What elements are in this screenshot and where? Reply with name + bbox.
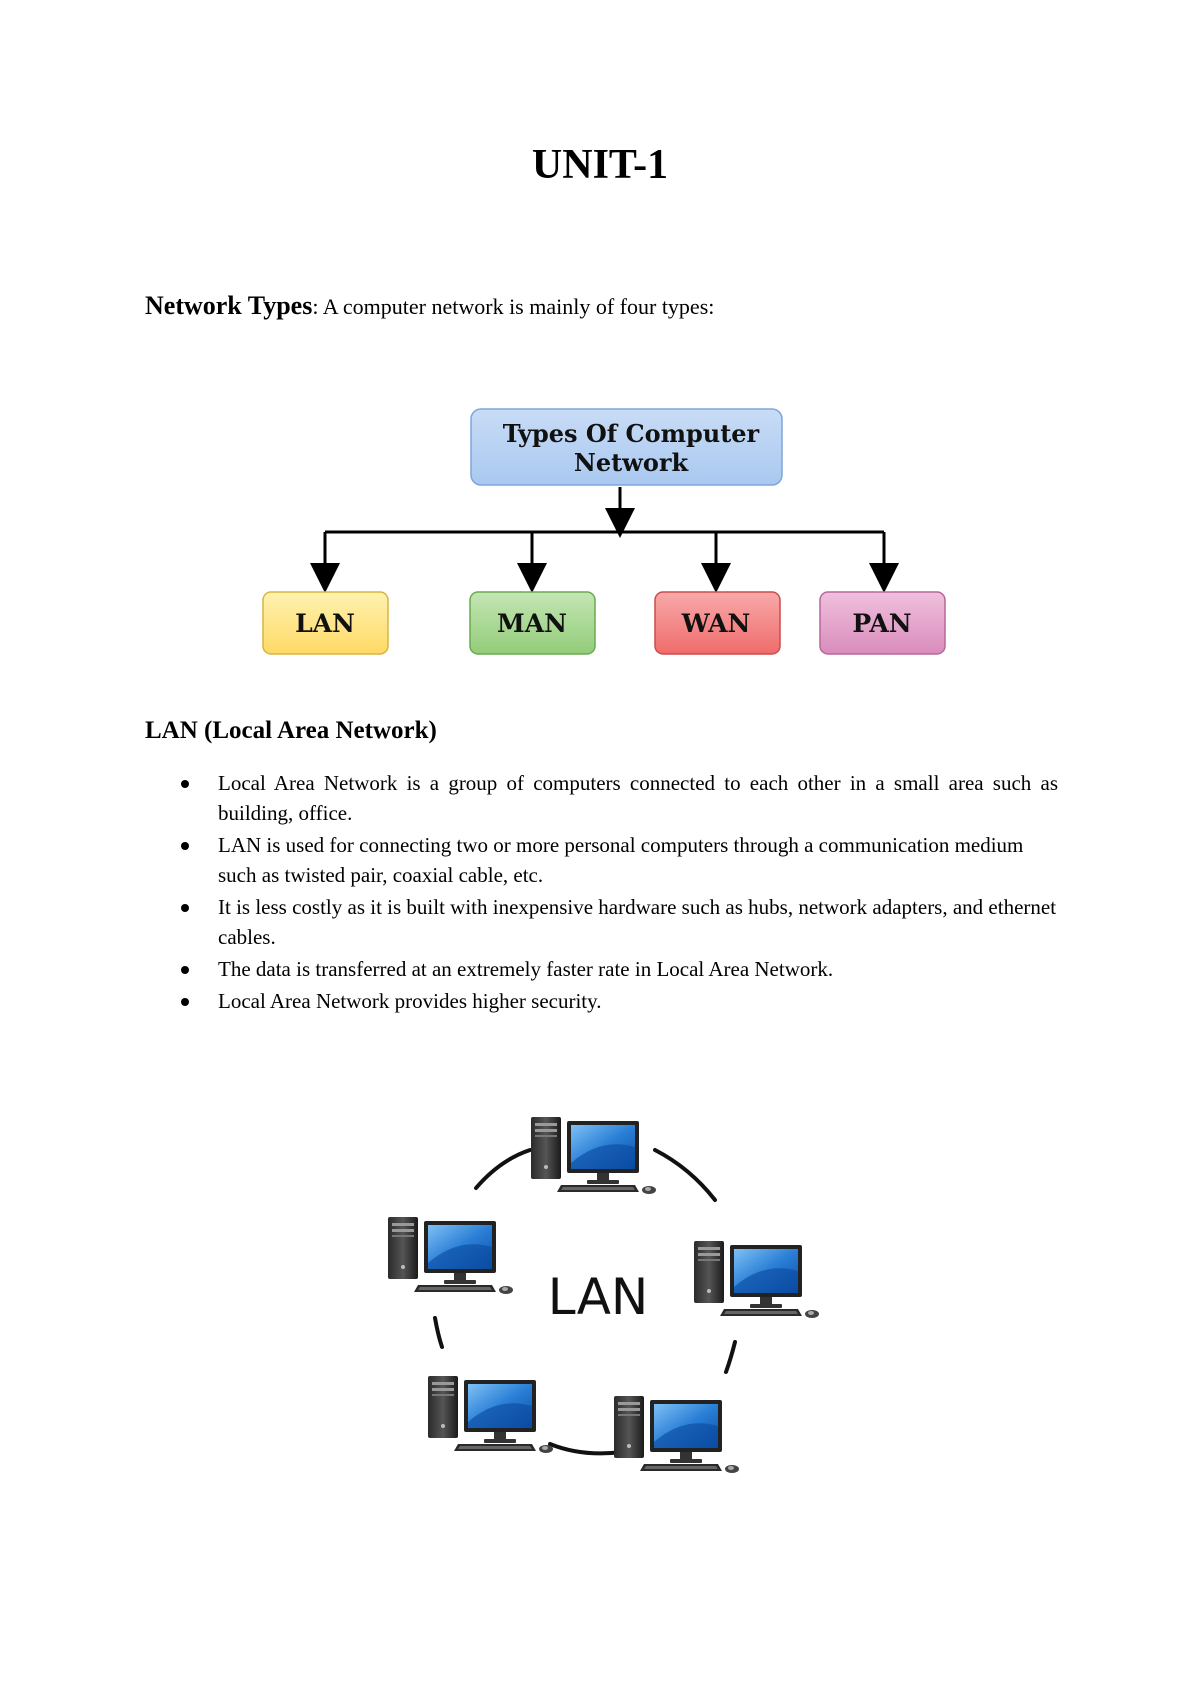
list-item: It is less costly as it is built with in… <box>181 892 1058 952</box>
desktop-computer-icon <box>694 1241 819 1318</box>
list-item-text: Local Area Network provides higher secur… <box>218 989 602 1013</box>
bullet-icon <box>181 966 189 974</box>
cable-segment <box>433 1316 444 1349</box>
intro-lead: Network Types <box>145 291 313 320</box>
bullet-icon <box>181 842 189 850</box>
child-node-label: PAN <box>852 609 911 638</box>
cable-segment <box>548 1442 624 1456</box>
bullet-icon <box>181 998 189 1006</box>
desktop-computer-icon <box>531 1117 656 1194</box>
list-item-text: Local Area Network is a group of compute… <box>218 771 1058 825</box>
cable-segment <box>653 1148 717 1202</box>
list-item: The data is transferred at an extremely … <box>181 954 1058 984</box>
desktop-computer-icon <box>614 1396 739 1473</box>
list-item-text: The data is transferred at an extremely … <box>218 957 834 981</box>
child-node-label: MAN <box>497 609 567 638</box>
root-node-label-line1: Types Of Computer <box>503 419 760 448</box>
child-node-wan: WAN <box>654 591 781 655</box>
cable-segment <box>724 1340 737 1374</box>
list-item-text: LAN is used for connecting two or more p… <box>218 833 1024 887</box>
network-types-diagram: Types Of Computer Network LAN MAN WAN PA… <box>262 408 946 655</box>
child-node-man: MAN <box>469 591 596 655</box>
desktop-computer-icon <box>388 1217 513 1294</box>
root-node: Types Of Computer Network <box>470 408 783 486</box>
intro-paragraph: Network Types: A computer network is mai… <box>145 290 714 321</box>
list-item: LAN is used for connecting two or more p… <box>181 830 1058 890</box>
child-node-label: WAN <box>681 609 751 638</box>
child-node-label: LAN <box>295 609 355 638</box>
root-node-label-line2: Network <box>574 448 690 477</box>
cable-segment <box>474 1148 532 1190</box>
connector-lines <box>310 487 899 593</box>
page-title: UNIT-1 <box>531 142 669 188</box>
lan-bullet-list: Local Area Network is a group of compute… <box>181 768 1058 1018</box>
list-item: Local Area Network provides higher secur… <box>181 986 1058 1016</box>
lan-diagram-label: LAN <box>548 1268 649 1326</box>
bullet-icon <box>181 904 189 912</box>
child-node-lan: LAN <box>262 591 389 655</box>
child-node-pan: PAN <box>819 591 946 655</box>
lan-section-heading: LAN (Local Area Network) <box>145 717 437 744</box>
intro-text: A computer network is mainly of four typ… <box>318 294 715 319</box>
list-item-text: It is less costly as it is built with in… <box>218 895 1057 949</box>
list-item: Local Area Network is a group of compute… <box>181 768 1058 828</box>
intro-separator: : <box>312 294 319 319</box>
desktop-computer-icon <box>428 1376 553 1453</box>
bullet-icon <box>181 780 189 788</box>
